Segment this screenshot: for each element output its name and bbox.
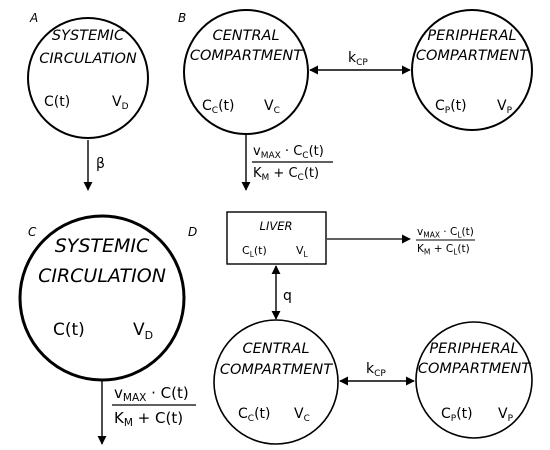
- central-title-d-line2: COMPARTMENT: [220, 362, 333, 378]
- peripheral-concentration-b: CP(t): [435, 98, 467, 116]
- panel-a-label: A: [29, 11, 38, 25]
- systemic-circulation-circle-a: [27, 17, 149, 139]
- elimination-rate-beta: β: [96, 156, 105, 172]
- systemic-circulation-circle-c: [18, 214, 186, 382]
- concentration-a: C(t): [44, 94, 70, 110]
- central-concentration-b: CC(t): [202, 98, 235, 116]
- panel-b: B CENTRAL COMPARTMENT CC(t) VC PERIPHERA…: [178, 9, 533, 191]
- central-compartment-circle-d: [213, 319, 339, 445]
- central-volume-b: VC: [264, 98, 280, 116]
- volume-c: VD: [133, 320, 153, 342]
- elimination-numerator-b: vMAX · CC(t): [253, 144, 324, 161]
- systemic-title-a-line2: CIRCULATION: [39, 51, 137, 67]
- peripheral-compartment-circle-b: [411, 9, 533, 131]
- elimination-denominator-c: KM + C(t): [114, 409, 183, 429]
- blood-flow-label: q: [283, 288, 292, 304]
- elimination-numerator-c: vMAX · C(t): [114, 384, 189, 404]
- peripheral-title-d-line2: COMPARTMENT: [418, 361, 531, 377]
- panel-c: C SYSTEMIC CIRCULATION C(t) VD vMAX · C(…: [18, 214, 196, 445]
- central-title-d-line1: CENTRAL: [242, 341, 309, 357]
- panel-b-label: B: [178, 11, 186, 25]
- elimination-numerator-d: vMAX · CL(t): [417, 226, 474, 240]
- peripheral-title-b-line2: COMPARTMENT: [416, 48, 529, 64]
- systemic-title-c-line1: SYSTEMIC: [55, 235, 150, 257]
- peripheral-concentration-d: CP(t): [441, 406, 473, 424]
- liver-title: LIVER: [260, 219, 293, 233]
- peripheral-compartment-circle-d: [415, 321, 533, 439]
- concentration-c: C(t): [53, 320, 85, 340]
- panel-a: A SYSTEMIC CIRCULATION C(t) VD β: [27, 11, 149, 191]
- exchange-rate-b: kCP: [348, 50, 368, 68]
- elimination-denominator-d: KM + CL(t): [417, 243, 470, 257]
- peripheral-title-d-line1: PERIPHERAL: [429, 341, 518, 357]
- central-title-b-line2: COMPARTMENT: [190, 48, 303, 64]
- systemic-title-c-line2: CIRCULATION: [38, 265, 166, 287]
- central-volume-d: VC: [294, 406, 310, 424]
- panel-d: D LIVER CL(t) VL vMAX · CL(t) KM + CL(t)…: [188, 211, 533, 445]
- peripheral-title-b-line1: PERIPHERAL: [427, 28, 516, 44]
- panel-c-label: C: [28, 225, 37, 239]
- central-concentration-d: CC(t): [238, 406, 271, 424]
- panel-d-label: D: [188, 225, 197, 239]
- central-title-b-line1: CENTRAL: [212, 28, 279, 44]
- liver-concentration: CL(t): [242, 244, 267, 259]
- liver-volume: VL: [296, 244, 309, 259]
- exchange-rate-d: kCP: [366, 361, 386, 379]
- volume-a: VD: [112, 94, 129, 112]
- peripheral-volume-b: VP: [497, 98, 513, 116]
- peripheral-volume-d: VP: [498, 406, 514, 424]
- liver-box: [226, 211, 327, 265]
- systemic-title-a-line1: SYSTEMIC: [52, 28, 125, 44]
- elimination-denominator-b: KM + CC(t): [253, 166, 319, 183]
